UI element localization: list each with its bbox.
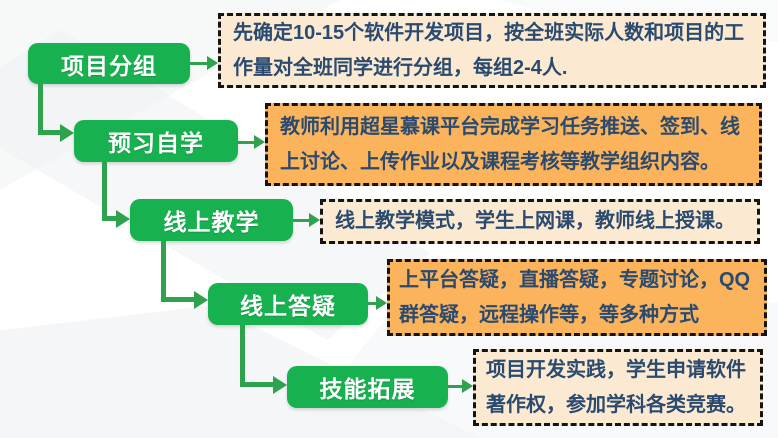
flow-desc-text: 项目开发实践，学生申请软件著作权，参加学科各类竞赛。 (486, 358, 746, 416)
right-arrow-icon (207, 56, 218, 70)
right-arrow-icon (376, 296, 387, 310)
right-arrow-icon (462, 379, 473, 393)
right-arrow-icon (194, 291, 208, 309)
flow-node-label: 预习自学 (108, 130, 204, 156)
right-arrow-icon (116, 210, 130, 228)
right-arrow-icon (273, 376, 287, 394)
flow-node-preview-selfstudy: 预习自学 (74, 120, 238, 162)
arrow-line (190, 62, 208, 65)
flow-desc-text: 先确定10-15个软件开发项目，按全班实际人数和项目的工作量对全班同学进行分组，… (233, 21, 745, 79)
flow-node-online-teaching: 线上教学 (130, 199, 293, 241)
arrow-line (448, 385, 462, 388)
connector-line (102, 162, 107, 221)
flow-node-skill-expansion: 技能拓展 (287, 366, 448, 408)
flow-node-project-grouping: 项目分组 (28, 43, 190, 84)
flow-desc-text: 教师利用超星慕课平台完成学习任务推送、签到、线上讨论、上传作业以及课程考核等教学… (280, 115, 740, 173)
connector-line (38, 84, 43, 135)
flow-node-label: 线上答疑 (240, 293, 336, 319)
connector-line (240, 382, 273, 387)
flow-desc-online-qa: 上平台答疑，直播答疑，专题讨论，QQ群答疑，远程操作等，等多种方式 (387, 259, 767, 336)
connector-line (102, 216, 116, 221)
flow-node-label: 技能拓展 (319, 376, 416, 402)
flow-desc-text: 上平台答疑，直播答疑，专题讨论，QQ群答疑，远程操作等，等多种方式 (399, 268, 751, 326)
flow-desc-text: 线上教学模式，学生上网课，教师线上授课。 (335, 210, 735, 232)
flow-desc-preview-selfstudy: 教师利用超星慕课平台完成学习任务推送、签到、线上讨论、上传作业以及课程考核等教学… (265, 103, 762, 186)
right-arrow-icon (60, 124, 74, 142)
arrow-line (368, 302, 377, 305)
arrow-line (293, 219, 309, 222)
connector-line (240, 325, 245, 387)
flow-desc-project-grouping: 先确定10-15个软件开发项目，按全班实际人数和项目的工作量对全班同学进行分组，… (218, 13, 766, 88)
connector-line (161, 297, 194, 302)
flow-node-label: 线上教学 (163, 209, 260, 235)
flow-node-label: 项目分组 (61, 52, 157, 79)
flow-desc-online-teaching: 线上教学模式，学生上网课，教师线上授课。 (320, 199, 760, 244)
arrow-line (238, 141, 254, 144)
flow-node-online-qa: 线上答疑 (208, 283, 368, 325)
connector-line (161, 241, 166, 302)
right-arrow-icon (254, 135, 265, 149)
flow-desc-skill-expansion: 项目开发实践，学生申请软件著作权，参加学科各类竞赛。 (473, 349, 763, 426)
right-arrow-icon (309, 213, 320, 227)
connector-line (38, 130, 60, 135)
